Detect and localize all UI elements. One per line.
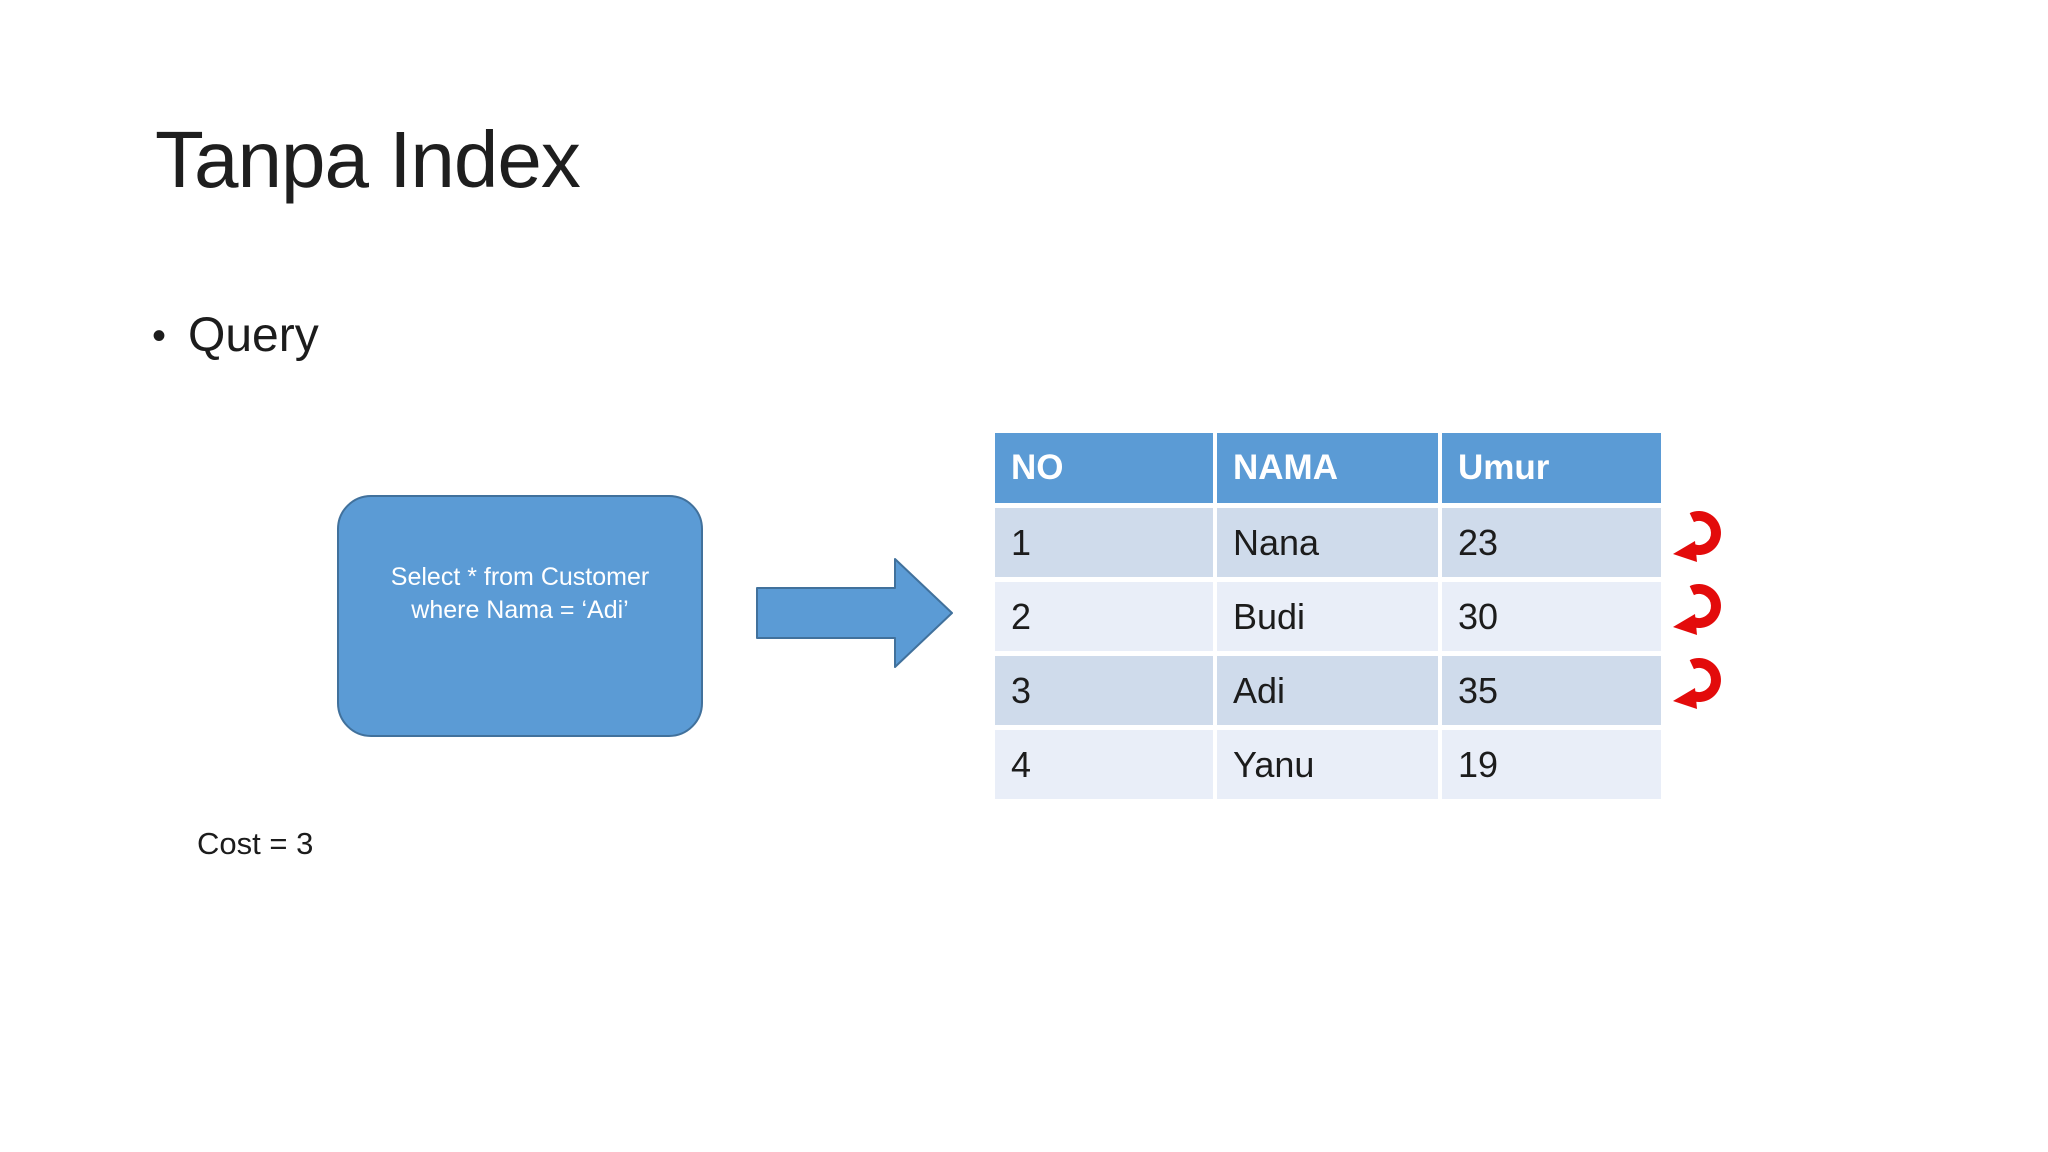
cell-no: 2: [995, 582, 1213, 651]
cell-umur: 35: [1442, 656, 1661, 725]
cost-label: Cost = 3: [197, 826, 314, 861]
sql-query-line2: where Nama = ‘Adi’: [411, 596, 629, 624]
slide-title: Tanpa Index: [155, 115, 581, 204]
red-loop-arrow-icon: [1673, 584, 1721, 635]
table-header-row: NO NAMA Umur: [995, 433, 1661, 503]
bullet-query: • Query: [152, 309, 319, 363]
cell-nama: Yanu: [1217, 730, 1438, 799]
customer-table: NO NAMA Umur 1 Nana 23 2 Budi 30 3 Adi 3…: [995, 433, 1661, 804]
sql-query-text: Select * from Customer where Nama = ‘Adi…: [339, 497, 701, 627]
cell-no: 1: [995, 508, 1213, 577]
table-row: 1 Nana 23: [995, 508, 1661, 577]
cell-no: 4: [995, 730, 1213, 799]
cell-no: 3: [995, 656, 1213, 725]
table-row: 2 Budi 30: [995, 582, 1661, 651]
cell-nama: Budi: [1217, 582, 1438, 651]
bullet-label: Query: [188, 309, 319, 362]
cell-nama: Adi: [1217, 656, 1438, 725]
right-block-arrow-icon: [756, 558, 953, 668]
cell-umur: 30: [1442, 582, 1661, 651]
column-header-nama: NAMA: [1217, 433, 1438, 503]
sql-query-line1: Select * from Customer: [390, 563, 650, 591]
table-row: 4 Yanu 19: [995, 730, 1661, 799]
red-loop-arrow-icon: [1673, 511, 1721, 562]
cell-umur: 23: [1442, 508, 1661, 577]
column-header-no: NO: [995, 433, 1213, 503]
cell-umur: 19: [1442, 730, 1661, 799]
column-header-umur: Umur: [1442, 433, 1661, 503]
sql-query-box: Select * from Customer where Nama = ‘Adi…: [337, 495, 703, 737]
bullet-marker: •: [152, 314, 167, 359]
cell-nama: Nana: [1217, 508, 1438, 577]
table-row: 3 Adi 35: [995, 656, 1661, 725]
red-loop-arrow-icon: [1673, 658, 1721, 709]
